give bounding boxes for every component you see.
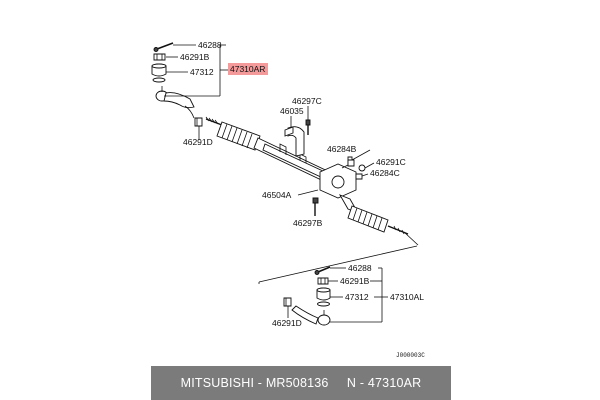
fitting-46284b: [347, 159, 355, 167]
castle-nut-bottom: [317, 277, 329, 285]
label-47310al: 47310AL: [390, 292, 424, 302]
diagram-code: J000003C: [396, 352, 425, 359]
fitting-46284c: [355, 173, 363, 180]
mounting-bracket: [284, 126, 305, 157]
label-46297b: 46297B: [293, 218, 323, 228]
label-46288-top: 46288: [198, 40, 222, 50]
part-number-footer: MITSUBISHI - MR508136 N - 47310AR: [151, 366, 451, 400]
dust-boot-bottom: [316, 287, 331, 307]
label-47312-bottom: 47312: [345, 292, 369, 302]
jam-nut-bottom: [283, 297, 292, 307]
label-47312-top: 47312: [190, 67, 214, 77]
group-outline-bottom: [258, 245, 418, 284]
label-46284c: 46284C: [370, 168, 400, 178]
dust-boot-top: [151, 63, 167, 83]
label-46291d-bottom: 46291D: [272, 318, 302, 328]
label-46284b: 46284B: [327, 144, 357, 154]
bolt-top: [305, 119, 311, 135]
label-46035: 46035: [280, 106, 304, 116]
bellows-boot-right: [347, 205, 389, 233]
fitting-46291c: [358, 164, 366, 172]
label-46297c: 46297C: [292, 96, 322, 106]
cotter-pin-bottom: [314, 266, 331, 275]
valve-housing: [319, 156, 360, 214]
label-46291c: 46291C: [376, 157, 406, 167]
label-46291b-top: 46291B: [180, 52, 210, 62]
parts-diagram: 46288 46291B 47312 47310AR 46291D 46035 …: [151, 40, 425, 359]
jam-nut-top: [194, 117, 203, 127]
tie-rod-end-bottom: [291, 305, 331, 326]
footer-text: MITSUBISHI - MR508136 N - 47310AR: [180, 376, 422, 390]
label-46291d-top: 46291D: [183, 137, 213, 147]
bellows-boot-left: [216, 121, 261, 151]
label-46291b-bottom: 46291B: [340, 276, 370, 286]
label-46504a: 46504A: [262, 190, 292, 200]
castle-nut-top: [153, 53, 166, 61]
label-46288-bottom: 46288: [348, 263, 372, 273]
tie-rod-end-top: [155, 86, 195, 119]
bolt-bottom: [312, 197, 319, 216]
highlight-47310ar: [228, 63, 268, 75]
label-47310ar: 47310AR: [230, 64, 265, 74]
cotter-pin-top: [153, 42, 174, 52]
